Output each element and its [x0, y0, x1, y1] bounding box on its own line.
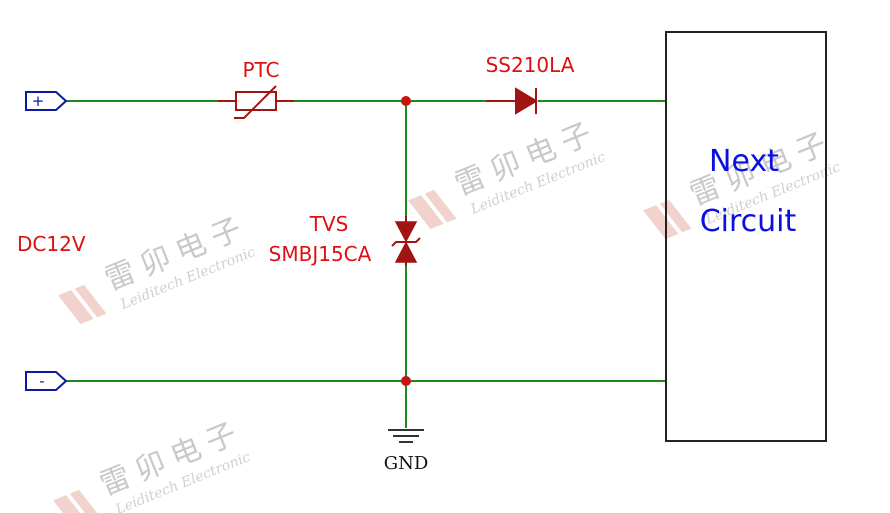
watermark-logo — [643, 199, 692, 240]
junction-dot-bottom — [401, 376, 411, 386]
tvs-triangle-top — [394, 221, 418, 243]
diode-ss210la — [486, 87, 538, 115]
tvs-zener-bar — [391, 237, 421, 247]
block-label-circuit: Circuit — [700, 204, 797, 239]
label-supply: DC12V — [17, 232, 86, 256]
port-plus-label: + — [32, 92, 45, 110]
tvs-diode — [391, 216, 421, 266]
ptc-slash — [234, 85, 277, 119]
port-plus: + — [25, 91, 68, 111]
label-tvs-part: SMBJ15CA — [269, 242, 372, 266]
port-minus: - — [25, 371, 68, 391]
wires — [66, 100, 666, 428]
watermark-4: 雷卯电子 Leiditech Electronic — [53, 414, 253, 513]
label-ptc: PTC — [242, 58, 279, 82]
ground-symbol — [388, 429, 424, 443]
label-gnd: GND — [384, 453, 429, 474]
tvs-triangle-bottom — [394, 241, 418, 263]
watermark-logo — [58, 284, 107, 325]
watermark-logo — [53, 489, 102, 513]
next-circuit-block — [665, 31, 827, 442]
junction-dot-top — [401, 96, 411, 106]
block-label-next: Next — [709, 144, 779, 179]
label-tvs: TVS — [309, 212, 349, 236]
port-minus-shape — [25, 371, 68, 391]
watermark-1: 雷卯电子 Leiditech Electronic — [58, 209, 258, 325]
label-diode: SS210LA — [486, 53, 575, 77]
port-minus-label: - — [39, 372, 44, 390]
watermark-2: 雷卯电子 Leiditech Electronic — [408, 114, 608, 230]
watermark-logo — [408, 189, 457, 230]
port-plus-shape — [25, 91, 68, 111]
ptc-component — [218, 85, 294, 119]
diode-triangle — [515, 87, 538, 115]
